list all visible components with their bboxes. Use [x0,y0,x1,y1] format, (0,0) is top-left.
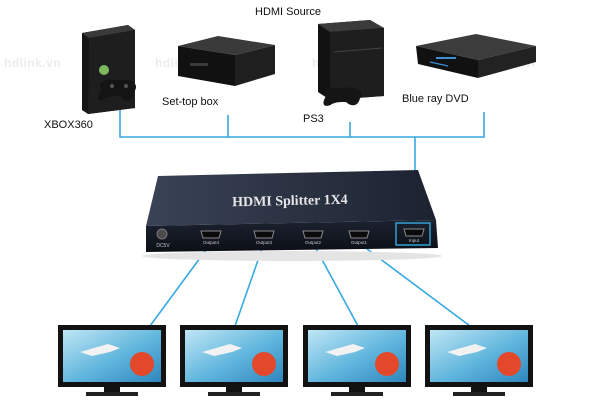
device-label: HDMI Splitter 1X4 [232,193,348,211]
port-label: Output1 [351,240,368,245]
port-label: Output3 [256,240,273,245]
bluray-dvd-player [416,34,536,78]
port-label: Output2 [305,240,322,245]
diagram-title: HDMI Source [255,6,322,18]
ps3-console [318,20,384,106]
display-2 [180,325,288,396]
port-label: Input [409,238,420,243]
hdmi-splitter-device [142,170,442,261]
display-3 [303,325,411,396]
power-label: DC5V [156,243,170,249]
port-label: Output4 [203,240,220,245]
set-top-box [178,36,275,86]
source-label-bluray-dvd: Blue ray DVD [402,93,469,105]
source-label-xbox360: XBOX360 [44,119,93,131]
source-label-ps3: PS3 [303,113,324,125]
watermark-text: hdlink.vn [4,56,62,70]
xbox360-console [82,25,137,114]
display-1 [58,325,166,396]
display-4 [425,325,533,396]
source-label-set-top-box: Set-top box [162,96,219,108]
